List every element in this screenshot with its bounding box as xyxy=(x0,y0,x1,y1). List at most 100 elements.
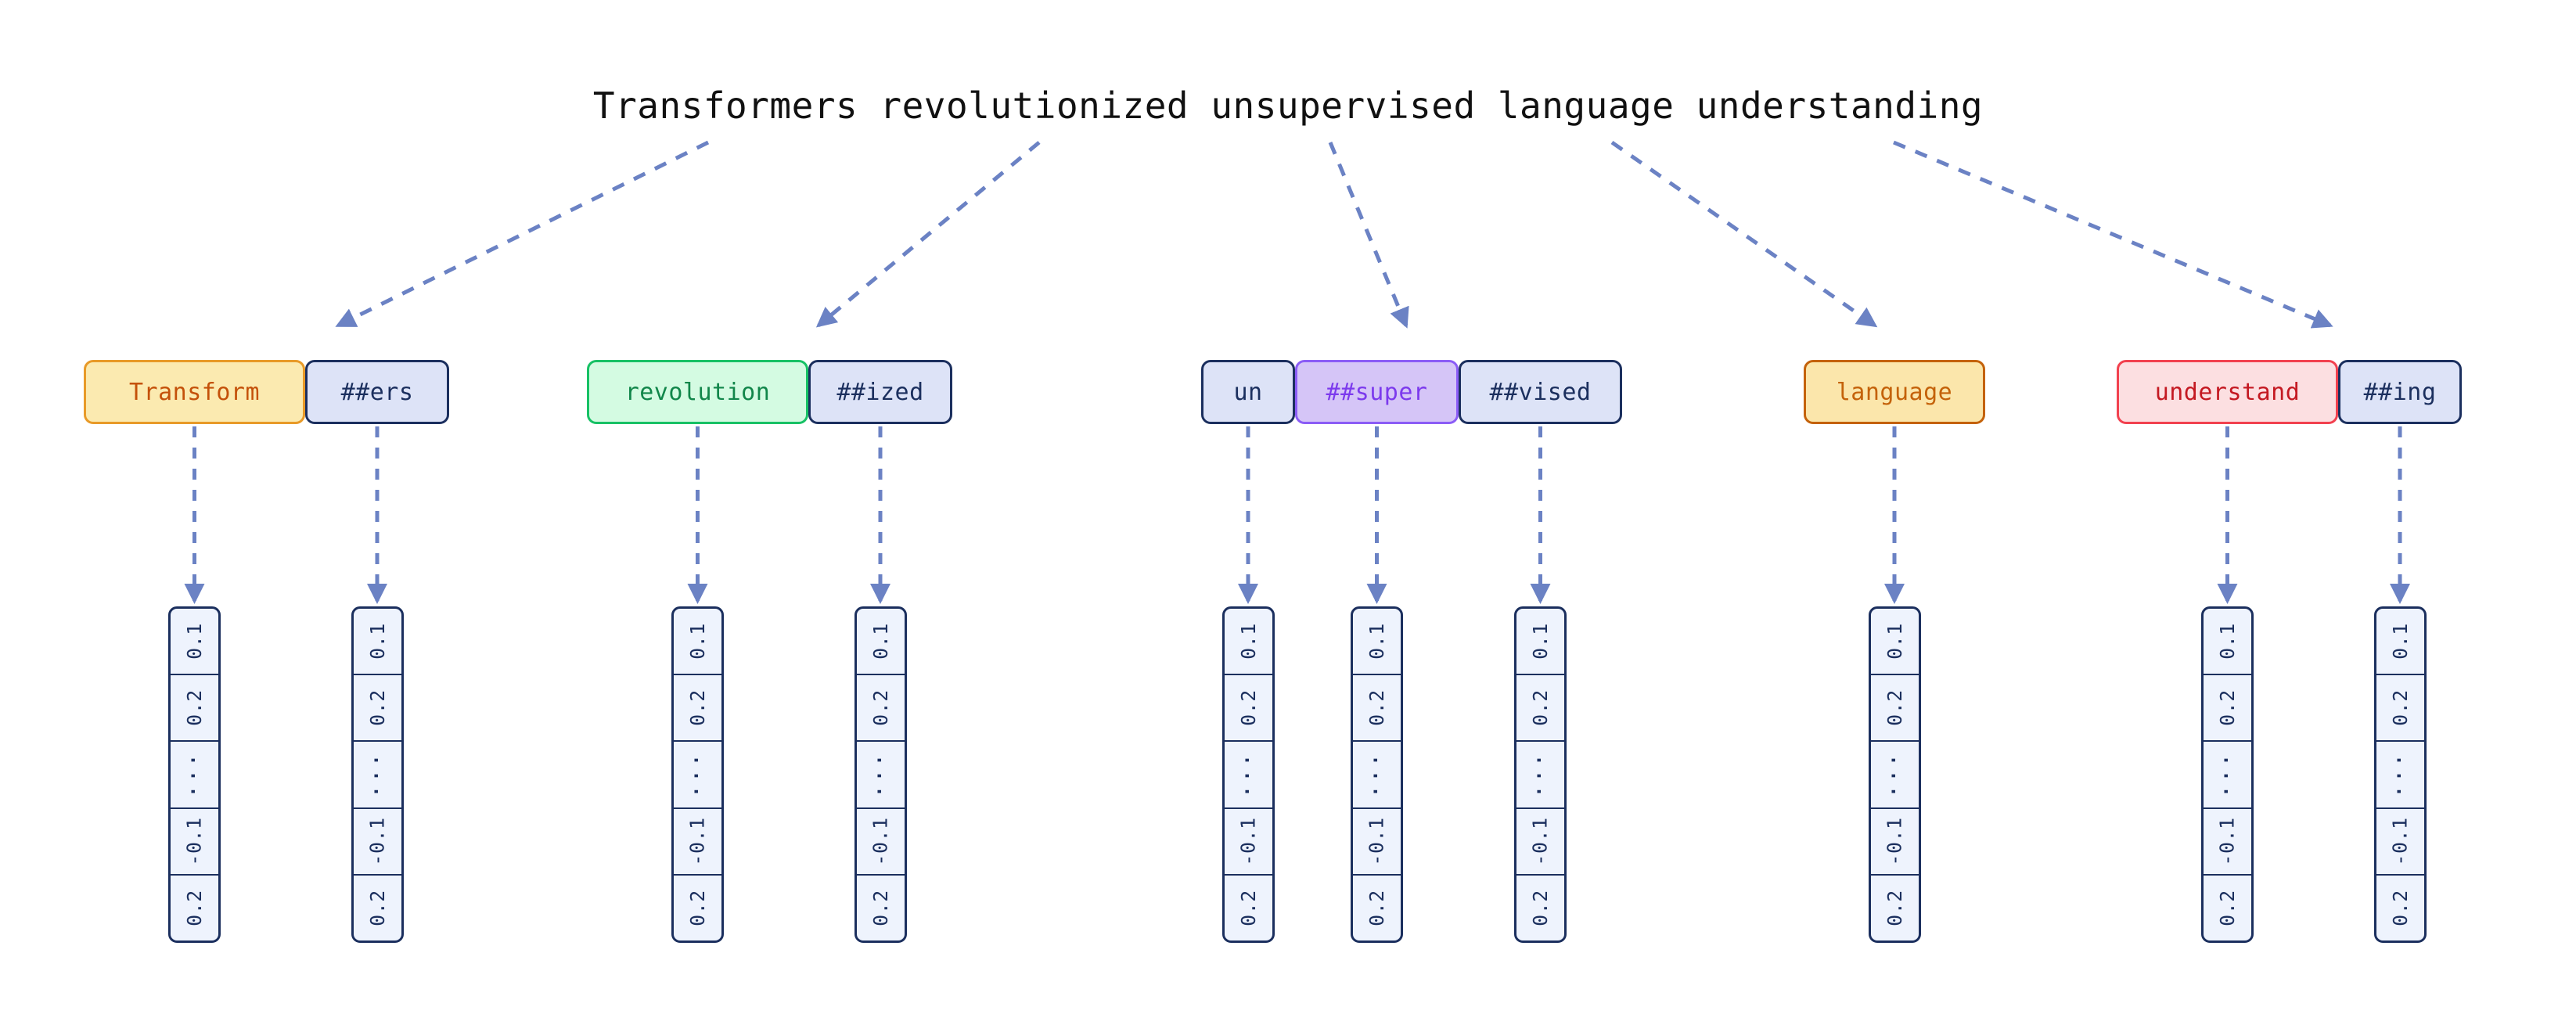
vector-value: -0.1 xyxy=(1365,817,1388,866)
vector-cell: 0.2 xyxy=(857,876,905,940)
vector-cell: 0.2 xyxy=(2376,675,2424,743)
token-label: ##vised xyxy=(1489,378,1592,406)
vector-value: 0.1 xyxy=(183,623,206,660)
vector-cell: 0.2 xyxy=(171,876,218,940)
vector-cell: 0.1 xyxy=(1870,609,1919,676)
vector-value: 0.2 xyxy=(365,890,389,926)
vector-value: 0.2 xyxy=(2388,890,2412,926)
vector-cell: 0.2 xyxy=(1871,876,1919,940)
vector-cell: -0.1 xyxy=(1224,809,1272,876)
word-arrow-Transformers xyxy=(335,140,710,328)
vector-cell: 0.1 xyxy=(1224,609,1272,676)
vector-cell: -0.1 xyxy=(171,809,218,876)
vector-cell: -0.1 xyxy=(1353,809,1401,876)
vector-cell: ··· xyxy=(1353,742,1401,809)
vector-value: ··· xyxy=(2214,750,2241,799)
token-label: ##super xyxy=(1326,378,1428,406)
vector-cell: -0.1 xyxy=(2204,809,2251,876)
vector-value: ··· xyxy=(181,750,208,799)
vector-column-sub-sub-super: 0.1 0.2 ··· -0.1 0.2 xyxy=(1351,606,1403,943)
vector-value: 0.2 xyxy=(869,890,892,926)
vector-cell: ··· xyxy=(1870,742,1919,809)
vector-value: -0.1 xyxy=(1529,817,1552,866)
vector-value: -0.1 xyxy=(2388,817,2412,866)
vector-value: 0.2 xyxy=(2216,689,2239,727)
token-box-sub-sub-ing[interactable]: ##ing xyxy=(2338,360,2462,424)
vector-value: 0.1 xyxy=(2216,623,2239,660)
vector-cell: 0.2 xyxy=(1224,675,1272,743)
vector-value: 0.2 xyxy=(1236,890,1260,926)
token-box-language[interactable]: language xyxy=(1804,360,1985,424)
vector-value: ··· xyxy=(1527,750,1554,799)
vector-cell: 0.2 xyxy=(171,675,218,743)
vector-cell: ··· xyxy=(2204,742,2251,809)
vector-cell: 0.1 xyxy=(353,609,401,676)
vector-value: 0.2 xyxy=(1236,689,1260,727)
vector-cell: -0.1 xyxy=(2376,809,2424,876)
vector-value: 0.2 xyxy=(1365,689,1388,727)
vector-value: -0.1 xyxy=(1236,817,1260,866)
token-box-revolution[interactable]: revolution xyxy=(587,360,808,424)
vector-cell: ··· xyxy=(1224,742,1272,809)
token-box-understand[interactable]: understand xyxy=(2117,360,2338,424)
vector-column-Transform: 0.1 0.2 ··· -0.1 0.2 xyxy=(168,606,221,943)
token-label: un xyxy=(1233,378,1263,406)
vector-cell: 0.1 xyxy=(171,609,218,676)
token-box-sub-sub-vised[interactable]: ##vised xyxy=(1459,360,1622,424)
token-box-sub-sub-ized[interactable]: ##ized xyxy=(808,360,952,424)
vector-value: 0.1 xyxy=(1365,623,1388,660)
vector-cell: ··· xyxy=(353,742,401,809)
vector-cell: ··· xyxy=(674,742,721,809)
vector-cell: 0.1 xyxy=(674,609,721,676)
vector-cell: 0.1 xyxy=(2204,609,2251,676)
vector-cell: ··· xyxy=(1516,742,1564,809)
vector-cell: 0.1 xyxy=(1516,609,1564,676)
vector-cell: ··· xyxy=(171,742,218,809)
vector-value: -0.1 xyxy=(2216,817,2239,866)
vector-value: 0.1 xyxy=(686,623,709,660)
token-label: understand xyxy=(2154,378,2301,406)
token-box-sub-sub-ers[interactable]: ##ers xyxy=(305,360,449,424)
token-box-sub-sub-super[interactable]: ##super xyxy=(1295,360,1459,424)
vector-cell: 0.1 xyxy=(1353,609,1401,676)
vector-cell: ··· xyxy=(2376,742,2424,809)
vector-cell: -0.1 xyxy=(1516,809,1564,876)
vector-cell: 0.2 xyxy=(856,675,905,743)
token-label: ##ing xyxy=(2363,378,2437,406)
vector-value: 0.2 xyxy=(183,890,206,926)
vector-value: ··· xyxy=(1880,750,1909,799)
word-to-token-arrows xyxy=(335,140,2333,329)
token-label: revolution xyxy=(624,378,771,406)
sentence-title: Transformers revolutionized unsupervised… xyxy=(592,85,1984,127)
vector-cell: -0.1 xyxy=(1870,809,1919,876)
vector-cell: 0.2 xyxy=(2376,876,2424,940)
vector-value: 0.2 xyxy=(1365,890,1388,926)
vector-cell: 0.2 xyxy=(1225,876,1272,940)
vector-cell: 0.2 xyxy=(1353,675,1401,743)
vector-cell: 0.2 xyxy=(674,876,721,940)
word-arrow-unsupervised xyxy=(1328,142,1409,329)
vector-cell: 0.2 xyxy=(354,876,401,940)
token-label: ##ers xyxy=(340,378,414,406)
vector-cell: 0.1 xyxy=(2376,609,2424,676)
vector-cell: -0.1 xyxy=(674,809,721,876)
vector-value: ··· xyxy=(684,750,711,799)
word-arrow-understanding xyxy=(1893,140,2333,329)
token-to-vector-arrows xyxy=(184,426,2410,604)
token-box-Transform[interactable]: Transform xyxy=(84,360,305,424)
token-box-un[interactable]: un xyxy=(1201,360,1295,424)
vector-cell: 0.2 xyxy=(1516,675,1564,743)
vector-value: 0.1 xyxy=(1236,623,1260,660)
vector-value: 0.2 xyxy=(365,689,389,727)
vector-value: 0.2 xyxy=(183,689,206,727)
word-arrow-language xyxy=(1610,140,1878,328)
vector-value: ··· xyxy=(1363,750,1391,799)
word-arrow-revolutionized xyxy=(815,141,1041,328)
